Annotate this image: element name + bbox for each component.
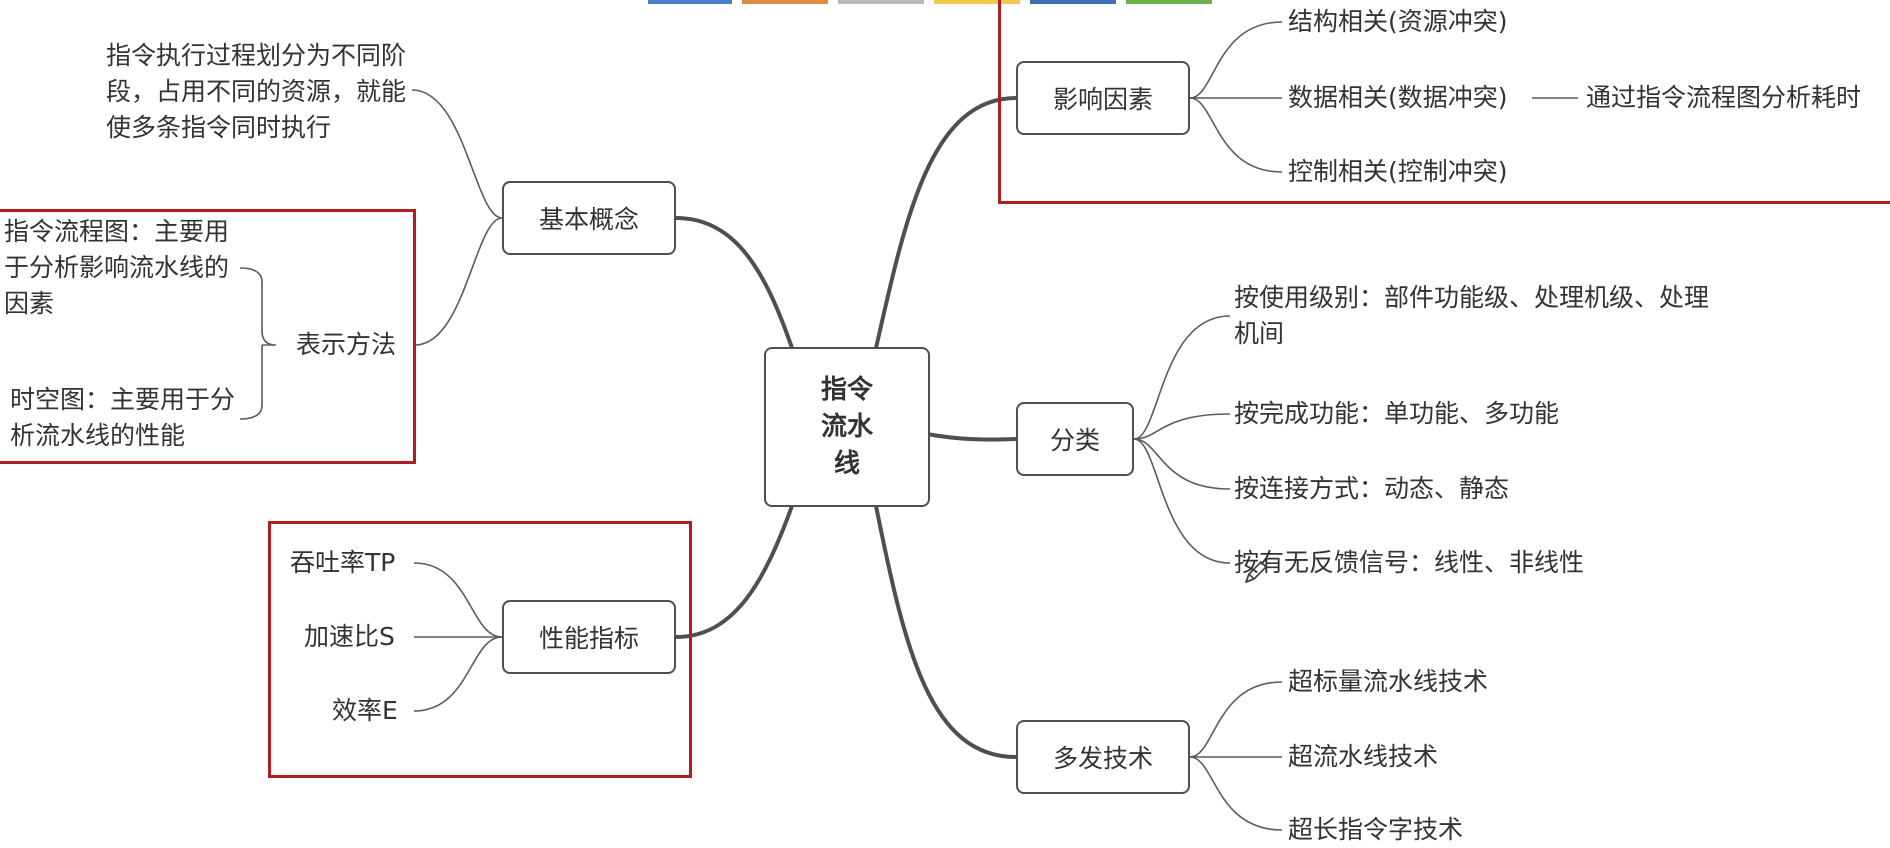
multi-superpipeline[interactable]: 超流水线技术 bbox=[1288, 742, 1439, 771]
link-class-level bbox=[1133, 315, 1231, 440]
highlight-box-factors bbox=[998, 0, 1890, 204]
representation-flowchart[interactable]: 指令流程图：主要用于分析影响流水线的因素 bbox=[4, 217, 230, 318]
strip-segment-2 bbox=[742, 0, 828, 4]
representation-space-time[interactable]: 时空图：主要用于分析流水线的性能 bbox=[10, 385, 236, 450]
link-basic-representation bbox=[414, 217, 503, 346]
performance-throughput[interactable]: 吞吐率TP bbox=[290, 548, 396, 577]
link-factors-control bbox=[1189, 97, 1283, 173]
highlight-box-representation bbox=[0, 209, 416, 464]
class-by-function[interactable]: 按完成功能：单功能、多功能 bbox=[1234, 399, 1560, 428]
link-root-factors bbox=[874, 96, 1018, 350]
strip-segment-6 bbox=[1126, 0, 1212, 4]
multi-superscalar[interactable]: 超标量流水线技术 bbox=[1288, 667, 1489, 696]
basic-definition-text[interactable]: 指令执行过程划分为不同阶段，占用不同的资源，就能使多条指令同时执行 bbox=[106, 41, 407, 142]
factor-structure[interactable]: 结构相关(资源冲突) bbox=[1288, 7, 1508, 36]
strip-segment-5 bbox=[1030, 0, 1116, 4]
factor-data-note[interactable]: 通过指令流程图分析耗时 bbox=[1586, 83, 1862, 112]
factor-data[interactable]: 数据相关(数据冲突) bbox=[1288, 83, 1508, 112]
multi-vliw[interactable]: 超长指令字技术 bbox=[1288, 815, 1464, 844]
branch-node-performance[interactable]: 性能指标 bbox=[502, 600, 676, 674]
highlight-box-performance bbox=[268, 521, 692, 778]
representation-method[interactable]: 表示方法 bbox=[296, 330, 397, 359]
link-performance-e bbox=[413, 636, 503, 712]
link-multi-superscalar bbox=[1189, 681, 1283, 758]
performance-efficiency[interactable]: 效率E bbox=[332, 696, 398, 725]
strip-segment-4 bbox=[934, 0, 1020, 4]
link-class-function bbox=[1133, 413, 1231, 440]
root-node[interactable]: 指令 流水 线 bbox=[764, 347, 930, 507]
link-root-multi bbox=[874, 504, 1018, 759]
root-line-2: 流水 bbox=[820, 411, 873, 442]
link-representation-items bbox=[239, 267, 277, 420]
branch-node-multi-issue[interactable]: 多发技术 bbox=[1016, 720, 1190, 794]
class-by-feedback[interactable]: 按有无反馈信号：线性、非线性 bbox=[1234, 548, 1585, 577]
link-performance-tp bbox=[413, 562, 503, 638]
strip-segment-1 bbox=[648, 0, 732, 4]
link-factors-structure bbox=[1189, 21, 1283, 99]
branch-node-basic[interactable]: 基本概念 bbox=[502, 181, 676, 255]
performance-speedup[interactable]: 加速比S bbox=[304, 622, 395, 651]
link-basic-definition bbox=[411, 89, 503, 219]
pen-cursor-icon bbox=[1245, 561, 1267, 583]
factor-control[interactable]: 控制相关(控制冲突) bbox=[1288, 157, 1508, 186]
link-multi-vliw bbox=[1189, 756, 1283, 831]
strip-segment-3 bbox=[838, 0, 924, 4]
link-class-connection bbox=[1133, 438, 1231, 490]
class-by-level[interactable]: 按使用级别：部件功能级、处理机级、处理机间 bbox=[1234, 283, 1710, 348]
link-class-feedback bbox=[1133, 438, 1231, 564]
link-root-classification bbox=[925, 432, 1018, 442]
link-root-basic bbox=[674, 216, 794, 350]
root-line-3: 线 bbox=[833, 448, 860, 479]
branch-node-factors[interactable]: 影响因素 bbox=[1016, 61, 1190, 135]
branch-node-classification[interactable]: 分类 bbox=[1016, 402, 1134, 476]
class-by-connection[interactable]: 按连接方式：动态、静态 bbox=[1234, 474, 1510, 503]
link-root-performance bbox=[674, 504, 794, 639]
root-line-1: 指令 bbox=[820, 374, 873, 405]
